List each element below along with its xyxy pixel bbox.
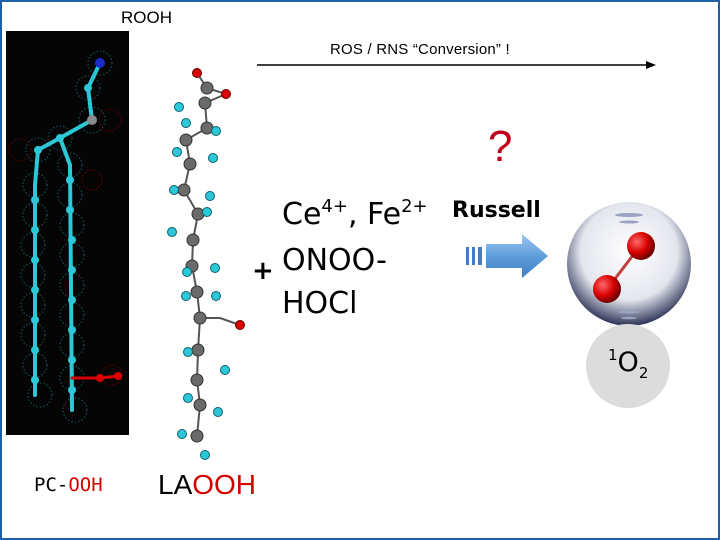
reagent-ce: Ce bbox=[282, 197, 322, 232]
la-ooh-suffix: OOH bbox=[192, 469, 257, 500]
singlet-subscript: 2 bbox=[638, 364, 649, 382]
pc-ooh-suffix: OOH bbox=[68, 474, 103, 496]
reagent-fe-charge: 2+ bbox=[401, 196, 428, 217]
slide-title: ROOH bbox=[121, 8, 172, 27]
russell-label: Russell bbox=[452, 198, 541, 223]
plus-sign: + bbox=[252, 256, 274, 286]
reagent-fe: , Fe bbox=[347, 197, 402, 232]
reagent-ce-charge: 4+ bbox=[321, 196, 348, 217]
laooh-ball-and-stick-model bbox=[167, 68, 245, 460]
la-ooh-label: LAOOH bbox=[158, 469, 256, 501]
reagent-metal-ions: Ce4+, Fe2+ bbox=[282, 196, 428, 232]
block-arrow-icon bbox=[466, 234, 548, 278]
reagent-hypochlorous-acid: HOCl bbox=[282, 286, 358, 321]
pc-ooh-label: PC-OOH bbox=[34, 474, 103, 496]
molecule-model-icon bbox=[6, 31, 129, 435]
question-mark: ? bbox=[488, 122, 513, 171]
oxygen-molecule-icon bbox=[567, 202, 691, 408]
reagent-peroxynitrite: ONOO- bbox=[282, 243, 387, 278]
singlet-symbol: O bbox=[617, 347, 639, 378]
right-arrow-icon bbox=[257, 61, 656, 69]
la-prefix: LA bbox=[158, 469, 193, 500]
singlet-superscript: 1 bbox=[608, 346, 618, 364]
pc-prefix: PC- bbox=[34, 474, 69, 496]
conversion-label: ROS / RNS “Conversion” ! bbox=[330, 41, 510, 58]
singlet-oxygen-label: 1O2 bbox=[608, 346, 648, 382]
